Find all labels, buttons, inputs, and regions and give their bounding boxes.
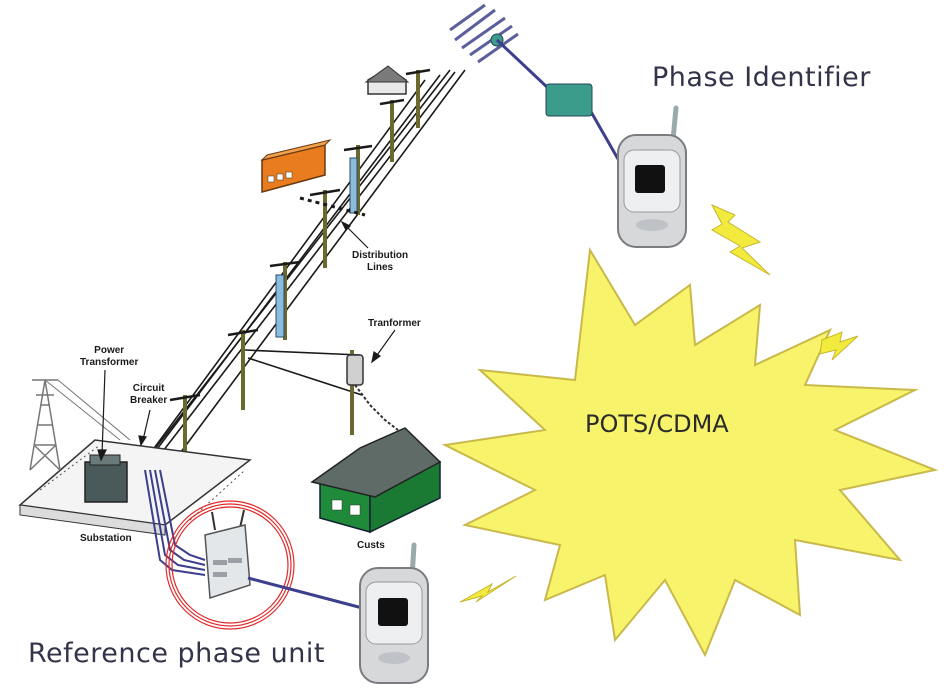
line-sensor <box>349 157 358 214</box>
reference-unit-highlight <box>165 500 295 630</box>
network-starburst <box>441 246 939 658</box>
reference-phone <box>359 542 429 684</box>
distant-house <box>364 65 410 95</box>
distribution-lines <box>137 69 466 471</box>
phase-identifier-label: Phase Identifier <box>652 62 871 93</box>
transformer-label: Tranformer <box>368 318 421 329</box>
commercial-building <box>260 139 332 193</box>
distribution-lines-label: Distribution Lines <box>352 250 409 273</box>
transmission-tower <box>29 379 131 471</box>
power-transformer <box>84 454 128 503</box>
circuit-breaker-label: Circuit Breaker <box>130 383 168 406</box>
reference-phase-unit-label: Reference phase unit <box>28 638 325 669</box>
reference-phase-unit-device <box>204 509 251 600</box>
substation-label: Substation <box>80 533 132 544</box>
antenna-grid-icon <box>449 3 519 64</box>
customer-house <box>310 427 442 534</box>
substation-cables <box>144 469 206 576</box>
lightning-bolt-icon <box>710 203 771 276</box>
line-sensor <box>275 274 285 338</box>
network-label: POTS/CDMA <box>585 410 729 438</box>
dashed-line <box>299 196 366 217</box>
pole-transformer <box>346 354 399 431</box>
phase-identifier-module <box>545 83 593 117</box>
lightning-bolt-icon <box>819 331 859 361</box>
pole-crossarms <box>169 68 431 402</box>
reference-link <box>247 576 371 612</box>
phase-identifier-phone <box>617 105 687 248</box>
customers-label: Custs <box>357 540 385 551</box>
power-transformer-label: Power Transformer <box>80 345 139 368</box>
leader-lines <box>97 220 396 462</box>
substation-platform <box>18 439 252 536</box>
lightning-bolt-icon <box>459 575 517 603</box>
